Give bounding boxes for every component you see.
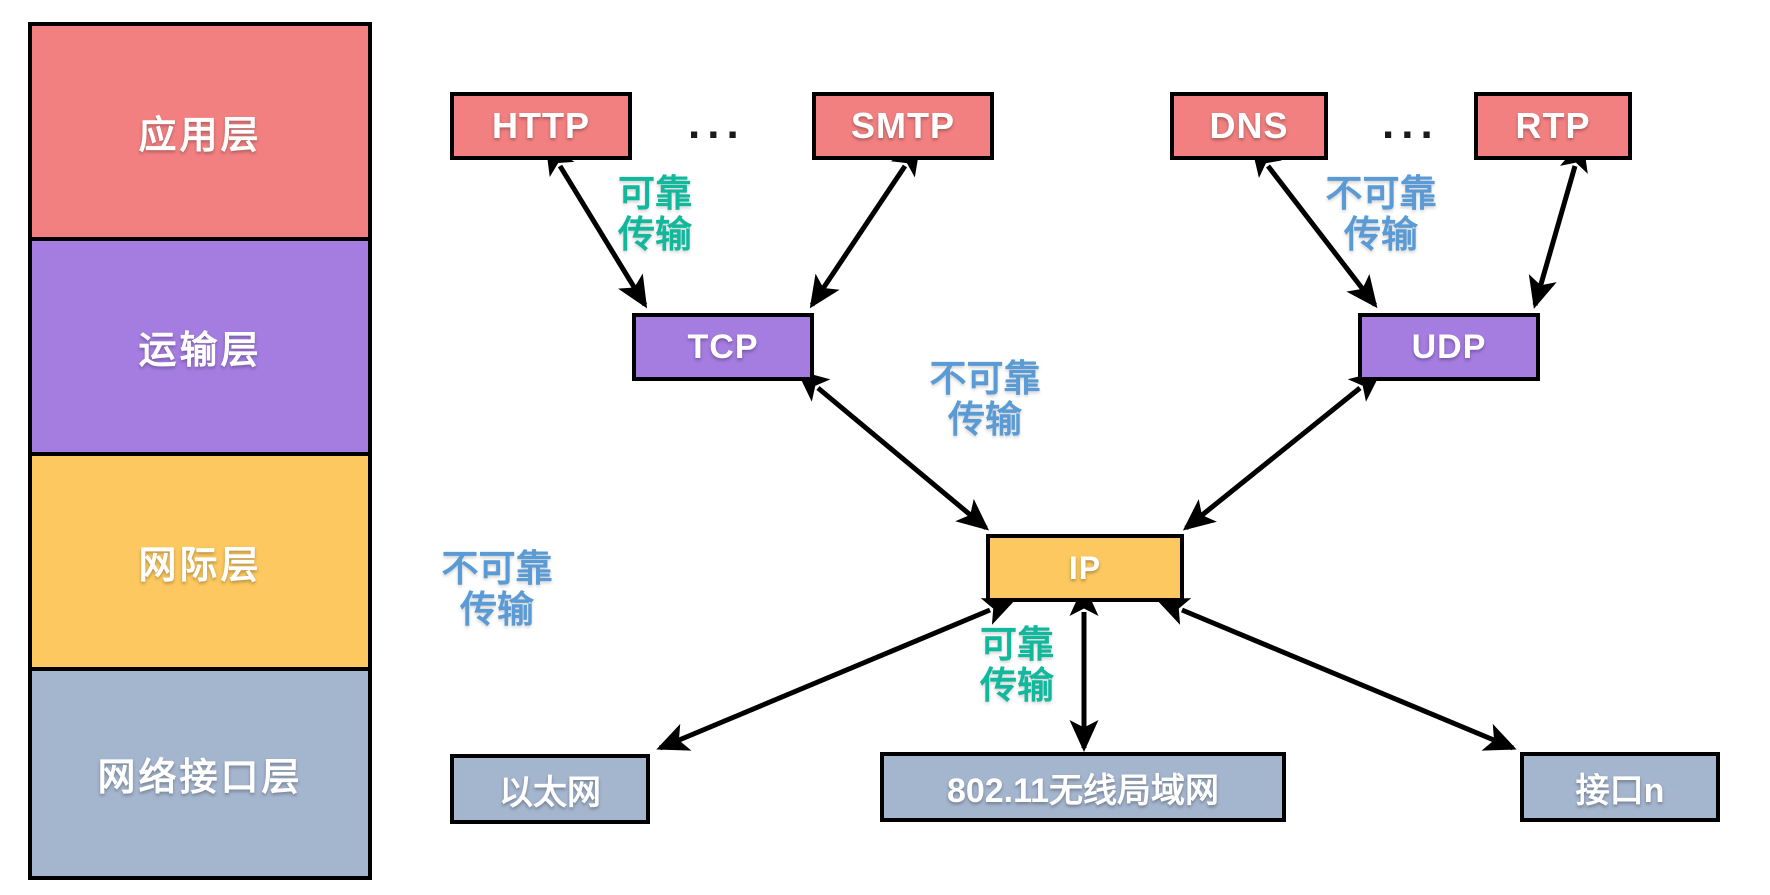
layer-transport: 运输层 [32, 237, 368, 452]
annotation-wlan-reliable-line1: 可靠 [980, 624, 1054, 665]
annotation-ethernet-unreliable-line1: 不可靠 [441, 548, 553, 589]
node-ethernet[interactable]: 以太网 [450, 754, 650, 824]
protocol-layer-stack: 应用层 运输层 网际层 网络接口层 [28, 22, 372, 880]
layer-transport-label: 运输层 [138, 330, 262, 372]
annotation-ip-unreliable-line1: 不可靠 [929, 358, 1041, 399]
annotation-udp-unreliable-line1: 不可靠 [1325, 173, 1437, 214]
arrow-udp-ip [1182, 370, 1382, 531]
arrow-ip-ethernet [656, 598, 1016, 751]
node-http-label: HTTP [492, 105, 590, 146]
node-wlan-label: 802.11无线局域网 [946, 771, 1220, 810]
node-http[interactable]: HTTP [450, 92, 632, 160]
layer-internet: 网际层 [32, 452, 368, 667]
layer-network-interface: 网络接口层 [32, 667, 368, 876]
node-tcp-label: TCP [687, 327, 759, 366]
node-rtp[interactable]: RTP [1474, 92, 1632, 160]
annotation-udp-unreliable: 不可靠 传输 [1296, 173, 1466, 256]
annotation-ip-unreliable-line2: 传输 [948, 399, 1022, 441]
node-smtp-label: SMTP [850, 105, 955, 146]
node-ethernet-label: 以太网 [499, 773, 601, 812]
annotation-wlan-reliable-line2: 传输 [980, 665, 1054, 707]
node-dns[interactable]: DNS [1170, 92, 1328, 160]
node-udp-label: UDP [1411, 327, 1487, 366]
node-udp[interactable]: UDP [1358, 313, 1540, 381]
node-interface-n-label: 接口n [1575, 771, 1665, 810]
arrow-rtp-udp [1528, 139, 1588, 309]
node-rtp-label: RTP [1515, 105, 1591, 146]
ellipsis-right: ... [1382, 99, 1440, 148]
arrow-ip-interface-n [1156, 598, 1517, 751]
arrow-smtp-tcp [809, 142, 921, 309]
annotation-tcp-reliable: 可靠 传输 [590, 173, 720, 256]
node-ip-label: IP [1068, 549, 1102, 586]
node-wlan[interactable]: 802.11无线局域网 [880, 752, 1286, 822]
layer-internet-label: 网际层 [138, 545, 262, 587]
layer-network-interface-label: 网络接口层 [97, 757, 303, 799]
annotation-ip-unreliable: 不可靠 传输 [900, 358, 1070, 441]
annotation-ethernet-unreliable: 不可靠 传输 [412, 548, 582, 631]
annotation-tcp-reliable-line2: 传输 [618, 214, 692, 256]
node-ip[interactable]: IP [986, 534, 1184, 602]
annotation-udp-unreliable-line2: 传输 [1344, 214, 1418, 256]
ellipsis-left: ... [688, 99, 746, 148]
layer-application-label: 应用层 [138, 115, 262, 157]
annotation-ethernet-unreliable-line2: 传输 [460, 589, 534, 631]
node-interface-n[interactable]: 接口n [1520, 752, 1720, 822]
node-tcp[interactable]: TCP [632, 313, 814, 381]
node-smtp[interactable]: SMTP [812, 92, 994, 160]
node-dns-label: DNS [1209, 105, 1289, 146]
annotation-tcp-reliable-line1: 可靠 [618, 173, 692, 214]
annotation-wlan-reliable: 可靠 传输 [952, 624, 1082, 707]
layer-application: 应用层 [32, 26, 368, 237]
